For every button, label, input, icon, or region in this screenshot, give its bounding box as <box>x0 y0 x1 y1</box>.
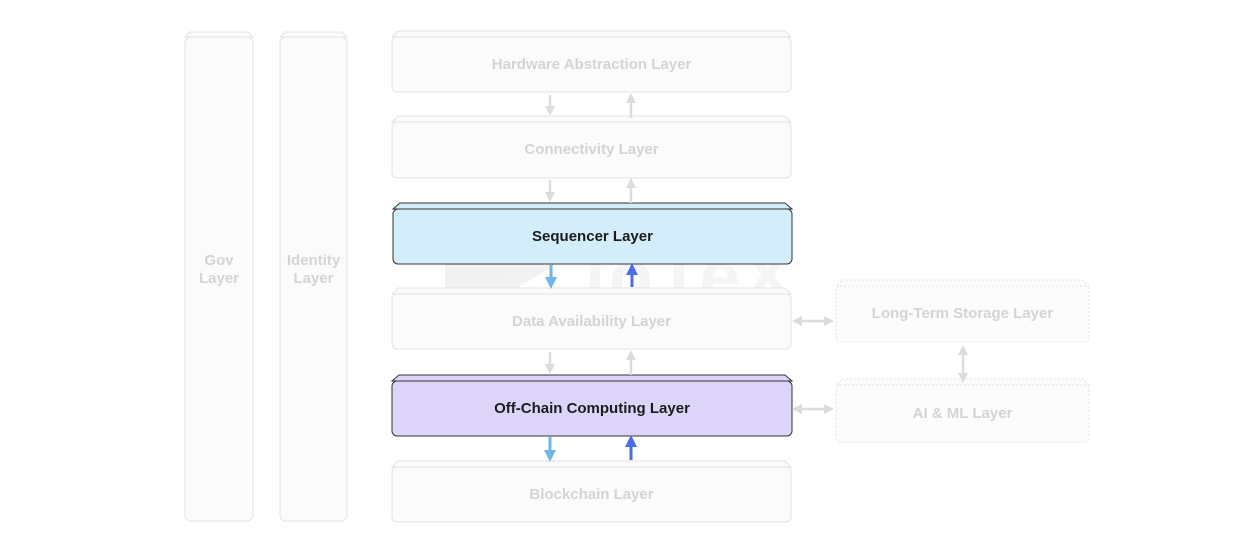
identity-layer-box <box>278 31 349 522</box>
identity-layer-label-line1: Identity <box>286 252 341 269</box>
sequencer-layer-label: Sequencer Layer <box>532 227 653 245</box>
long-term-storage-layer-label: Long-Term Storage Layer <box>871 305 1054 322</box>
gov-layer-label-line2: Layer <box>198 270 240 287</box>
off-chain-layer-box <box>390 374 794 437</box>
off-chain-layer-label: Off-Chain Computing Layer <box>494 399 690 417</box>
identity-layer-label-line2: Layer <box>293 270 334 287</box>
gov-layer-label-line1: Gov <box>204 252 234 269</box>
connectivity-layer-box <box>390 115 793 179</box>
hardware-layer-box <box>390 30 793 93</box>
gov-layer-label: Gov Layer <box>185 250 253 290</box>
gov-layer-box <box>183 31 255 522</box>
hardware-layer-label: Hardware Abstraction Layer <box>491 55 692 73</box>
long-term-storage-layer-box <box>834 279 1091 343</box>
blockchain-layer-label: Blockchain Layer <box>529 485 654 503</box>
identity-layer-label: Identity Layer <box>280 250 347 290</box>
data-availability-layer-label: Data Availability Layer <box>512 312 671 330</box>
data-availability-layer-box <box>390 287 793 350</box>
blockchain-layer-box <box>390 460 793 523</box>
connectivity-layer-label: Connectivity Layer <box>524 141 659 158</box>
ai-ml-layer-label: AI & ML Layer <box>912 404 1013 422</box>
ai-ml-layer-box <box>834 378 1091 443</box>
sequencer-layer-box <box>391 202 794 265</box>
